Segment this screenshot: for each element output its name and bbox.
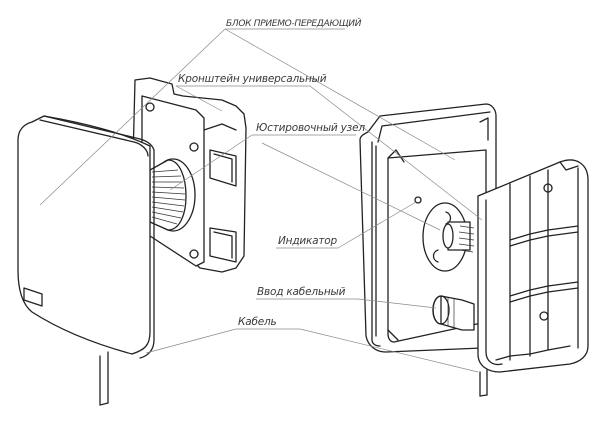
label-transceiver-unit: БЛОК ПРИЕМО-ПЕРЕДАЮЩИЙ: [226, 17, 362, 29]
label-universal-bracket: Кронштейн универсальный: [178, 73, 327, 85]
rear-bracket: [477, 159, 589, 373]
rear-cable-gland: [432, 295, 475, 331]
rear-view: [359, 103, 589, 397]
rear-indicator: [414, 196, 422, 204]
label-cable-gland: Ввод кабельный: [257, 286, 346, 298]
front-alignment-knob: [149, 158, 196, 232]
label-alignment-unit: Юстировочный узел: [256, 122, 365, 134]
front-housing: [17, 115, 155, 406]
label-cable: Кабель: [238, 316, 277, 328]
rear-housing: [359, 103, 497, 397]
front-indicator-window: [23, 287, 43, 307]
label-indicator: Индикатор: [278, 235, 338, 247]
front-view: [17, 77, 247, 406]
leader-lines: [39, 28, 483, 373]
